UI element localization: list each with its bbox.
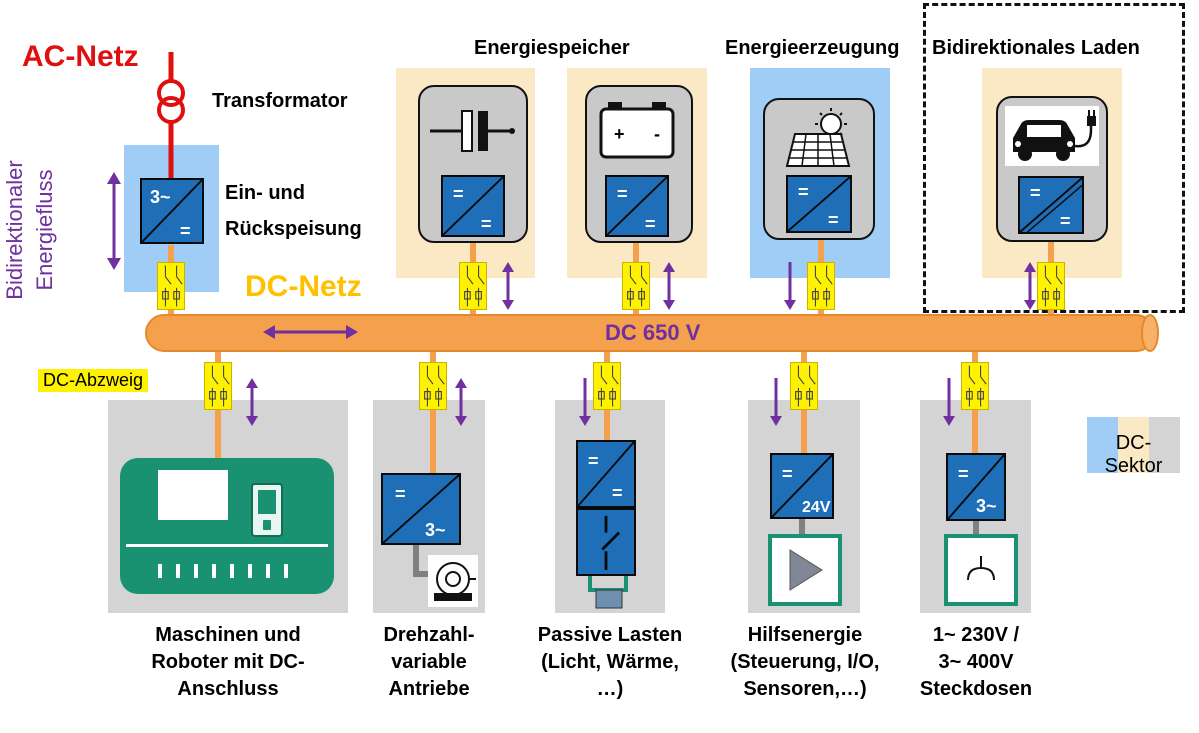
breaker-icon: [419, 362, 447, 410]
flow-arrow-capacitor: [502, 262, 514, 310]
switch-icon: [601, 515, 621, 570]
transformer-icon: [157, 52, 185, 197]
robot-machine-icon: [120, 458, 334, 594]
sector-legend-label: DC-Sektor: [1104, 432, 1163, 477]
flow-arrow-sockets: [943, 378, 955, 426]
breaker-icon: [459, 262, 487, 310]
breaker-icon: [790, 362, 818, 410]
feed-label-2: Rückspeisung: [225, 218, 362, 240]
battery-icon: [599, 102, 675, 159]
flow-arrow-drives: [455, 378, 467, 426]
drive-link-h: [413, 571, 435, 577]
aux-link: [799, 519, 805, 535]
ac-dc-converter: 3~ =: [140, 178, 204, 244]
header-generation: Energieerzeugung: [725, 37, 900, 59]
side-label: Bidirektionaler Energiefluss: [2, 160, 57, 300]
breaker-icon: [961, 362, 989, 410]
aux-converter: = 24V: [770, 453, 834, 519]
plug-icon: [1074, 110, 1096, 148]
sun-icon: [815, 108, 847, 136]
flow-arrow-passive: [579, 378, 591, 426]
bus-flow-arrow: [263, 325, 358, 339]
caption-aux: Hilfsenergie(Steuerung, I/O,Sensoren,…): [730, 624, 880, 700]
breaker-icon: [807, 262, 835, 310]
flow-arrow-aux: [770, 378, 782, 426]
header-charging: Bidirektionales Laden: [932, 37, 1140, 59]
car-icon: [1013, 110, 1096, 161]
dc-bus-label: DC 650 V: [605, 320, 701, 345]
battery-plus: +: [614, 124, 625, 144]
flow-arrow-charging: [1024, 262, 1036, 310]
capacitor-converter: = =: [441, 175, 505, 237]
drive-converter: = 3~: [381, 473, 461, 545]
breaker-icon: [593, 362, 621, 410]
feed-label-1: Ein- und: [225, 182, 305, 204]
flow-arrow-machines: [246, 378, 258, 426]
drive-link: [413, 545, 419, 575]
socket-icon: [944, 534, 1018, 606]
flow-arrow-battery: [663, 262, 675, 310]
breaker-icon: [157, 262, 185, 310]
passive-switch-box: [576, 508, 636, 576]
caption-passive: Passive Lasten(Licht, Wärme,…): [537, 624, 683, 700]
breaker-icon: [622, 262, 650, 310]
wire-drives: [430, 345, 436, 475]
passive-converter: = =: [576, 440, 636, 508]
breaker-icon: [204, 362, 232, 410]
flow-arrow-solar: [784, 262, 796, 310]
charging-dashed-frame: [923, 3, 1185, 313]
charging-converter: = =: [1018, 176, 1084, 234]
capacitor-icon: [430, 110, 515, 152]
dc-branch-label: DC-Abzweig: [38, 369, 149, 392]
breaker-icon: [1037, 262, 1065, 310]
socket-link: [973, 521, 979, 537]
battery-converter: = =: [605, 175, 669, 237]
transformer-label: Transformator: [212, 90, 348, 112]
amplifier-icon: [768, 534, 842, 606]
sector-legend: [1087, 417, 1180, 473]
header-storage: Energiespeicher: [474, 37, 630, 59]
passive-load-icon: [588, 576, 628, 609]
dc-net-label: DC-Netz: [245, 270, 362, 303]
battery-minus: -: [654, 124, 660, 144]
socket-converter: = 3~: [946, 453, 1006, 521]
motor-icon: [428, 555, 478, 607]
solar-converter: = =: [786, 175, 852, 233]
ac-net-label: AC-Netz: [22, 40, 139, 73]
dc-bus: [145, 314, 1159, 352]
ac-flow-arrow: [107, 172, 121, 270]
solar-panel-icon: [785, 108, 851, 167]
